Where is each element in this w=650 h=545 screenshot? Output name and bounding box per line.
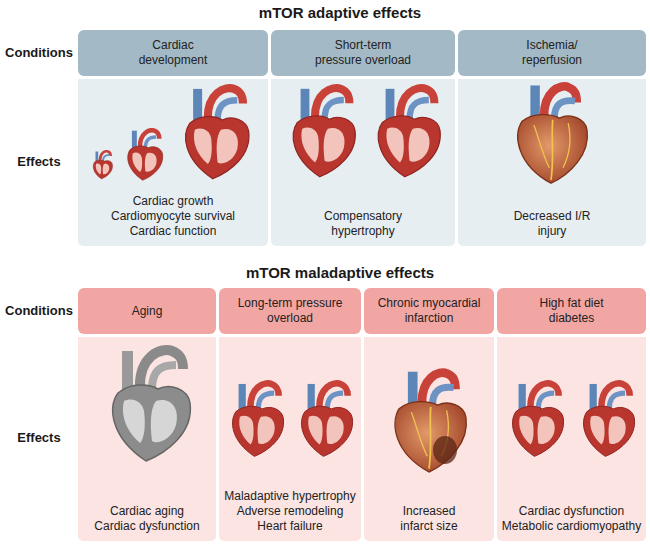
condition-text: Chronic myocardial infarction: [373, 296, 485, 326]
effect-text: Cardiac function: [130, 224, 217, 239]
effect-text: Cardiac aging: [110, 504, 184, 519]
effect-text: Heart failure: [257, 519, 322, 534]
condition-box: Chronic myocardial infarction: [364, 288, 494, 334]
condition-box: Cardiac development: [78, 30, 268, 76]
effect-panel: Increased infarct size: [364, 337, 494, 541]
condition-box: Long-term pressure overload: [219, 288, 361, 334]
effect-text: Metabolic cardiomyopathy: [502, 519, 641, 534]
effect-panel: Compensatory hypertrophy: [271, 79, 455, 246]
effect-panel: Cardiac dysfunctionMetabolic cardiomyopa…: [497, 337, 646, 541]
effect-text: Compensatory hypertrophy: [313, 209, 413, 239]
effect-text: Decreased I/R injury: [512, 209, 592, 239]
condition-text: Ischemia/ reperfusion: [512, 38, 592, 68]
row-label: Effects: [2, 154, 76, 169]
condition-box: Short-term pressure overload: [271, 30, 455, 76]
section-title: mTOR maladaptive effects: [165, 264, 515, 281]
condition-text: High fat diet diabetes: [529, 296, 614, 326]
condition-text: Short-term pressure overload: [311, 38, 416, 68]
effect-panel: Cardiac growthCardiomyocyte survivalCard…: [78, 79, 268, 246]
condition-text: Cardiac development: [128, 38, 218, 68]
effect-text: Increased infarct size: [389, 504, 469, 534]
effect-panel: Decreased I/R injury: [458, 79, 646, 246]
effect-text: Cardiac dysfunction: [519, 504, 624, 519]
effect-text: Cardiac growth: [133, 194, 214, 209]
row-label: Conditions: [2, 303, 76, 318]
condition-box: Aging: [78, 288, 216, 334]
effect-text: Cardiac dysfunction: [94, 519, 199, 534]
effect-text: Maladaptive hypertrophy: [224, 489, 355, 504]
row-label: Conditions: [2, 45, 76, 60]
effect-text: Cardiomyocyte survival: [111, 209, 235, 224]
section-title: mTOR adaptive effects: [165, 4, 515, 21]
condition-box: Ischemia/ reperfusion: [458, 30, 646, 76]
condition-box: High fat diet diabetes: [497, 288, 646, 334]
effect-panel: Maladaptive hypertrophyAdverse remodelin…: [219, 337, 361, 541]
effect-panel: Cardiac agingCardiac dysfunction: [78, 337, 216, 541]
condition-text: Aging: [132, 304, 163, 319]
condition-text: Long-term pressure overload: [238, 296, 343, 326]
effect-text: Adverse remodeling: [237, 504, 344, 519]
row-label: Effects: [2, 430, 76, 445]
